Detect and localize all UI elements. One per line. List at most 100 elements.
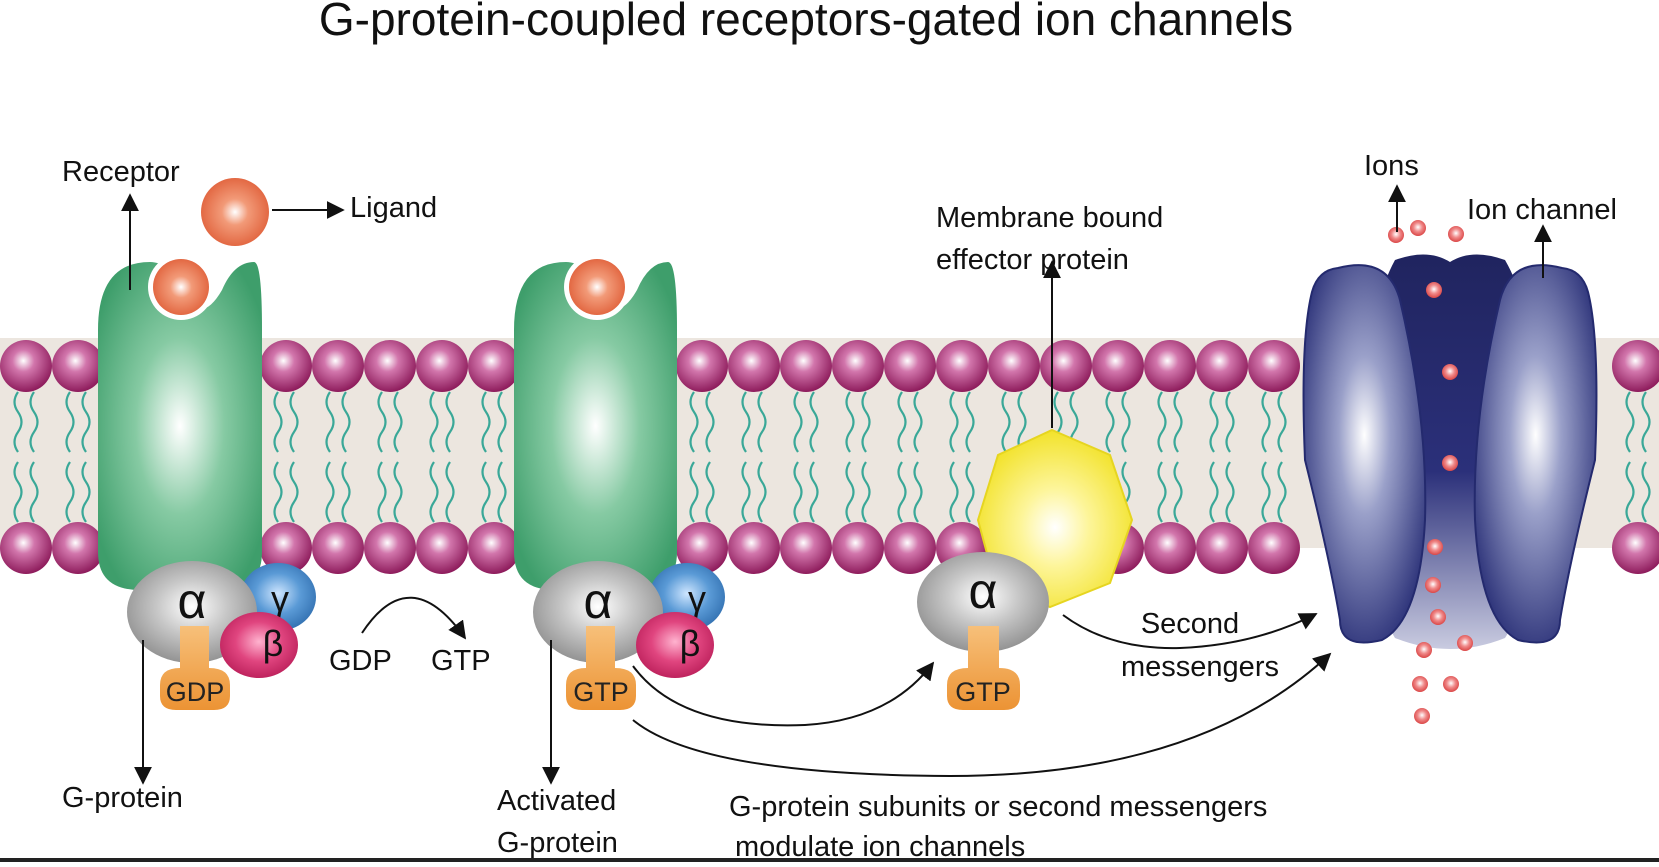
- gdp-label: GDP: [329, 645, 392, 677]
- lipid-head-outer: [416, 340, 468, 392]
- beta-subunit: [220, 612, 298, 678]
- lipid-tail: [1641, 391, 1651, 523]
- lipid-tail: [429, 391, 439, 523]
- lipid-tail: [845, 391, 855, 523]
- gamma-symbol: γ: [271, 578, 289, 619]
- alpha-dissociation-arrow: [632, 661, 935, 727]
- alpha-symbol: α: [584, 573, 613, 629]
- subunit-modulation-arrow: [632, 652, 1332, 778]
- lipid-tail: [757, 391, 767, 523]
- gdp-gtp-exchange-arrow: [361, 596, 467, 640]
- diagram-title: G-protein-coupled receptors-gated ion ch…: [319, 0, 1293, 45]
- receptor-inactive: [98, 254, 262, 590]
- bottom-border: [0, 858, 1659, 862]
- g-protein-activated: γ α β GTP: [533, 561, 725, 710]
- alpha-subunit: [533, 561, 663, 663]
- activated-label-line1: Activated: [497, 785, 616, 817]
- lipid-head-outer: [832, 340, 884, 392]
- lipid-head-inner: [832, 522, 884, 574]
- lipid-head-inner: [260, 522, 312, 574]
- lipid-head-inner: [1196, 522, 1248, 574]
- lipid-tail: [341, 391, 351, 523]
- lipid-head-outer: [1040, 340, 1092, 392]
- arrows: [121, 184, 1552, 785]
- gtp-nucleotide: [947, 626, 1020, 710]
- lipid-tail: [1277, 391, 1287, 523]
- beta-subunit: [636, 612, 714, 678]
- second-messengers-line2: messengers: [1121, 651, 1279, 683]
- lipid-tail: [897, 391, 907, 523]
- lipid-head-outer: [1144, 340, 1196, 392]
- lipid-tail: [65, 391, 75, 523]
- receptor-active: [514, 254, 677, 590]
- activated-label-line2: G-protein: [497, 827, 618, 859]
- lipid-tail: [705, 391, 715, 523]
- lipid-tail: [1209, 391, 1219, 523]
- lipid-head-inner: [780, 522, 832, 574]
- gtp-symbol: GTP: [955, 677, 1011, 707]
- gtp-nucleotide: [566, 626, 636, 710]
- lipid-head-inner: [52, 522, 104, 574]
- lipid-tail: [29, 391, 39, 523]
- lipid-head-inner: [884, 522, 936, 574]
- ion: [1448, 226, 1464, 242]
- lipid-head-outer: [988, 340, 1040, 392]
- lipid-tail: [81, 391, 91, 523]
- receptor-label: Receptor: [62, 156, 180, 188]
- lipid-tail: [809, 391, 819, 523]
- lipid-tail: [289, 391, 299, 523]
- ion-channel: [1302, 254, 1598, 649]
- bound-ligand: [153, 259, 209, 315]
- lipid-head-outer: [468, 340, 520, 392]
- modulation-label-line1: G-protein subunits or second messengers: [729, 791, 1267, 823]
- lipid-head-outer: [936, 340, 988, 392]
- channel-subunit-left: [1302, 264, 1427, 644]
- alpha-symbol: α: [178, 573, 207, 629]
- lipid-head-outer: [260, 340, 312, 392]
- lipid-head-outer: [884, 340, 936, 392]
- lipid-head-inner: [676, 522, 728, 574]
- lipid-head-outer: [364, 340, 416, 392]
- ion: [1388, 227, 1404, 243]
- lipid-head-outer: [1612, 340, 1659, 392]
- lipid-tail: [1261, 391, 1271, 523]
- lipid-tail: [445, 391, 455, 523]
- lipid-tail: [913, 391, 923, 523]
- second-messenger-arrow: [1062, 613, 1318, 650]
- lipid-tail: [393, 391, 403, 523]
- lipid-tail: [793, 391, 803, 523]
- receptor-body: [514, 262, 677, 590]
- lipid-head-inner: [1144, 522, 1196, 574]
- lipid-tail: [377, 391, 387, 523]
- lipid-head-inner: [1612, 522, 1659, 574]
- ion-channel-label: Ion channel: [1467, 194, 1617, 226]
- lipid-tail: [497, 391, 507, 523]
- lipid-tail: [325, 391, 335, 523]
- lipid-tail: [13, 391, 23, 523]
- lipid-tail: [1157, 391, 1167, 523]
- lipid-head-outer: [0, 340, 52, 392]
- lipid-tail: [1225, 391, 1235, 523]
- receptor-body: [98, 262, 262, 590]
- lipid-tail: [741, 391, 751, 523]
- lipid-head-inner: [1248, 522, 1300, 574]
- beta-symbol: β: [680, 623, 701, 664]
- lipid-head-outer: [728, 340, 780, 392]
- alpha-symbol: α: [969, 563, 998, 619]
- lipid-head-outer: [780, 340, 832, 392]
- lipid-head-outer: [312, 340, 364, 392]
- bound-ligand: [569, 259, 625, 315]
- lipid-tail: [481, 391, 491, 523]
- ions-label: Ions: [1364, 150, 1419, 182]
- lipid-head-inner: [728, 522, 780, 574]
- lipid-head-outer: [676, 340, 728, 392]
- lipid-head-outer: [52, 340, 104, 392]
- ion: [1442, 455, 1458, 471]
- second-messengers-line1: Second: [1141, 608, 1239, 640]
- lipid-tail: [273, 391, 283, 523]
- gdp-symbol: GDP: [166, 677, 225, 707]
- lipid-head-inner: [0, 522, 52, 574]
- beta-symbol: β: [263, 623, 284, 664]
